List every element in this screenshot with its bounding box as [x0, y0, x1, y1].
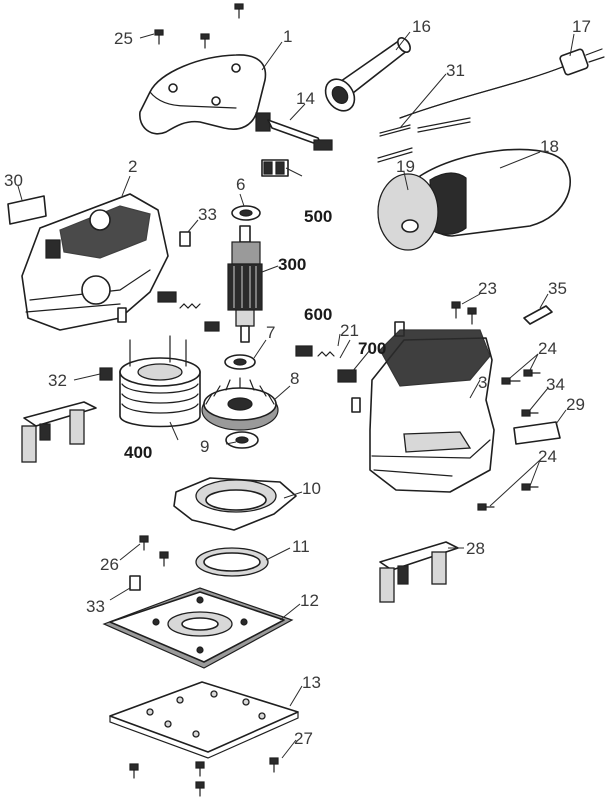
screws-top — [154, 3, 244, 49]
clip-32 — [99, 367, 113, 381]
leader-lines — [17, 31, 575, 759]
left-foot-bracket — [21, 401, 97, 463]
bearing-6 — [231, 205, 261, 221]
callout-24-upper: 24 — [538, 339, 557, 358]
callout-300: 300 — [278, 255, 306, 274]
callout-600: 600 — [304, 305, 332, 324]
callout-23: 23 — [478, 279, 497, 298]
callout-1: 1 — [283, 27, 292, 46]
callout-400: 400 — [124, 443, 152, 462]
ring-part — [195, 547, 269, 577]
screw-34 — [521, 409, 539, 417]
callout-12: 12 — [300, 591, 319, 610]
stator-part — [119, 335, 201, 428]
callout-17: 17 — [572, 17, 591, 36]
callout-32: 32 — [48, 371, 67, 390]
right-housing-part — [369, 329, 495, 493]
armature-part — [227, 225, 263, 343]
top-cover-part — [139, 54, 267, 135]
small-bushing — [117, 307, 127, 323]
power-cord-part — [399, 48, 605, 119]
callout-700: 700 — [358, 339, 386, 358]
callout-28: 28 — [466, 539, 485, 558]
callout-7: 7 — [266, 323, 275, 342]
callout-6: 6 — [236, 175, 245, 194]
callout-31: 31 — [446, 61, 465, 80]
callout-24-lower: 24 — [538, 447, 557, 466]
screws-24-lower — [477, 483, 539, 511]
callout-2: 2 — [128, 157, 137, 176]
rear-handle-part — [377, 148, 571, 251]
switch-part — [261, 159, 289, 177]
callout-19: 19 — [396, 157, 415, 176]
fan-guard-part — [173, 477, 297, 531]
callout-33-upper: 33 — [198, 205, 217, 224]
callout-35: 35 — [548, 279, 567, 298]
screws-26 — [139, 535, 169, 567]
screws-23 — [451, 301, 477, 325]
bushing-33-lower — [129, 575, 141, 591]
callout-9: 9 — [200, 437, 209, 456]
left-housing-part — [21, 193, 169, 331]
callout-3: 3 — [478, 373, 487, 392]
callout-8: 8 — [290, 369, 299, 388]
callout-25: 25 — [114, 29, 133, 48]
callout-500: 500 — [304, 207, 332, 226]
callout-21: 21 — [340, 321, 359, 340]
strain-relief-part — [324, 37, 411, 112]
callout-33-lower: 33 — [86, 597, 105, 616]
switch-button-part — [523, 305, 553, 325]
label-part-30 — [7, 195, 47, 225]
base-plate-part — [102, 587, 294, 669]
callout-16: 16 — [412, 17, 431, 36]
callout-11: 11 — [292, 537, 310, 556]
bearing-9 — [225, 431, 259, 449]
carbon-brush-parts — [295, 345, 361, 413]
fan-part — [201, 377, 279, 431]
brush-spring-parts — [157, 291, 220, 332]
callout-18: 18 — [540, 137, 559, 156]
callout-26: 26 — [100, 555, 119, 574]
right-foot-bracket — [379, 541, 459, 603]
sanding-pad-part — [109, 681, 299, 759]
callout-14: 14 — [296, 89, 315, 108]
callout-30: 30 — [4, 171, 23, 190]
screws-24-upper — [501, 369, 541, 385]
callout-27: 27 — [294, 729, 313, 748]
callout-34: 34 — [546, 375, 565, 394]
label-part-29 — [513, 421, 561, 445]
callout-29: 29 — [566, 395, 585, 414]
callout-10: 10 — [302, 479, 321, 498]
switch-lever-part — [255, 112, 333, 151]
wires-part — [377, 117, 471, 163]
brush-holder-33 — [179, 231, 191, 247]
bearing-7 — [224, 354, 256, 370]
screws-27 — [129, 757, 279, 797]
callout-13: 13 — [302, 673, 321, 692]
